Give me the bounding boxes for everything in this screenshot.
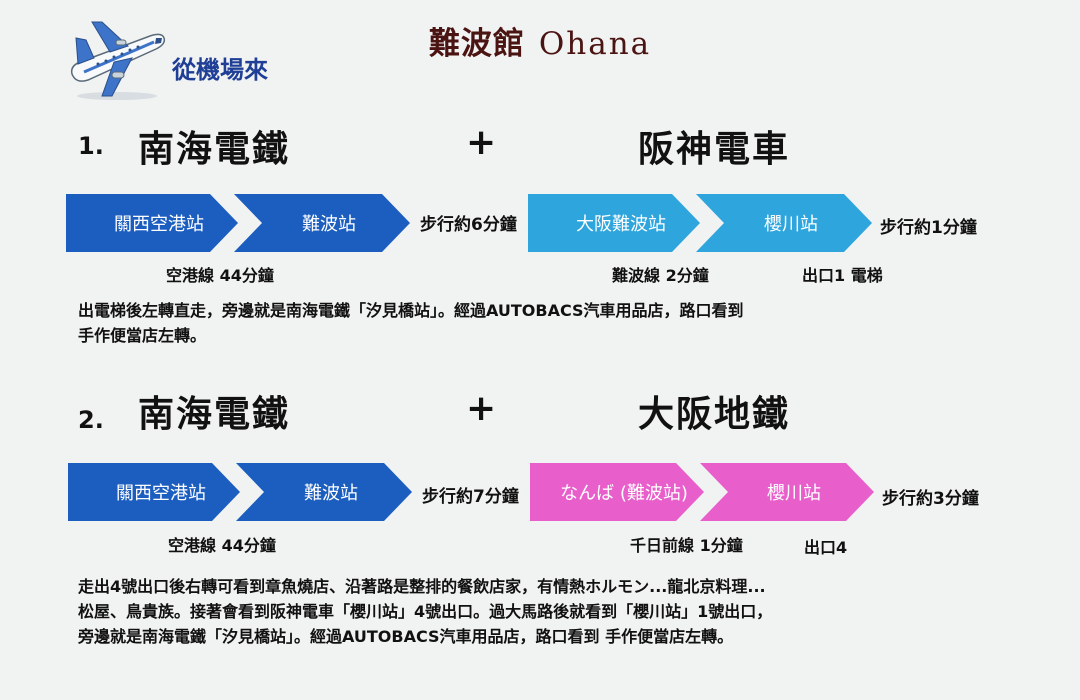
route-1-walk-1: 步行約6分鐘 (420, 215, 517, 235)
route-1-station-namba: 難波站 (234, 194, 410, 252)
route-1-note-c: 出口1 電梯 (802, 266, 883, 285)
route-2-walk-1: 步行約7分鐘 (422, 487, 519, 507)
route-2-note-c: 出口4 (804, 538, 848, 557)
route-1-walk-2: 步行約1分鐘 (880, 218, 977, 238)
route-2-walk-2: 步行約3分鐘 (882, 489, 979, 509)
route-2-note-b: 千日前線 1分鐘 (630, 536, 743, 555)
title-latin: Ohana (538, 26, 652, 62)
title-cjk: 難波館 (428, 26, 525, 62)
route-2-note-a: 空港線 44分鐘 (168, 536, 276, 555)
route-2-line-a: 南海電鐵 (138, 394, 291, 435)
route-2-description: 走出4號出口後右轉可看到章魚燒店、沿著路是整排的餐飲店家，有情熱ホルモン...龍… (78, 577, 773, 646)
airplane-icon (70, 21, 166, 100)
route-2-station-kansai: 關西空港站 (68, 463, 240, 521)
route-1-line-a: 南海電鐵 (138, 129, 291, 170)
from-airport-label: 從機場來 (172, 56, 268, 84)
route-1-plus: + (466, 122, 497, 163)
route-1-station-sakuragawa: 櫻川站 (696, 194, 872, 252)
route-2-line-b: 大阪地鐵 (638, 394, 791, 435)
route-2-station-namba-subway: なんば (難波站) (530, 463, 704, 521)
route-1-number: 1. (78, 132, 104, 160)
route-1-note-b: 難波線 2分鐘 (612, 266, 709, 285)
route-1-station-osaka-namba: 大阪難波站 (528, 194, 700, 252)
route-1-station-kansai: 關西空港站 (66, 194, 238, 252)
route-1-line-b: 阪神電車 (638, 129, 791, 170)
route-2-station-sakuragawa: 櫻川站 (700, 463, 874, 521)
page-title: 難波館 Ohana (0, 18, 1080, 63)
route-1-description: 出電梯後左轉直走，旁邊就是南海電鐵「汐見橋站」。經過AUTOBACS汽車用品店，… (78, 301, 744, 345)
route-2-plus: + (466, 388, 497, 429)
route-1-note-a: 空港線 44分鐘 (166, 266, 274, 285)
route-2-number: 2. (78, 406, 104, 434)
route-2-station-namba: 難波站 (236, 463, 412, 521)
